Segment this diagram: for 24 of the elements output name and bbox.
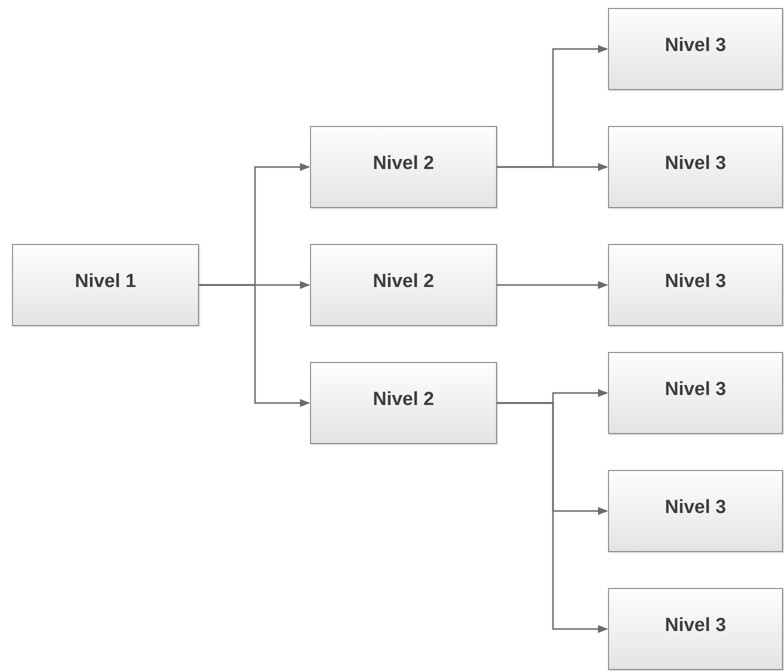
box-label: Nivel 3 [664, 35, 726, 57]
box-label: Nivel 2 [372, 153, 434, 175]
box-label: Nivel 3 [664, 153, 726, 175]
process-box [608, 588, 783, 670]
box-label: Nivel 2 [372, 271, 434, 293]
process-box [310, 362, 497, 444]
box-label: Nivel 3 [664, 379, 726, 401]
process-box [608, 352, 783, 434]
process-box [608, 244, 783, 326]
box-label: Nivel 3 [664, 497, 726, 519]
box-label: Nivel 3 [664, 271, 726, 293]
box-label: Nivel 1 [74, 271, 136, 293]
process-box [608, 470, 783, 552]
process-box [310, 244, 497, 326]
process-box [310, 126, 497, 208]
arrow [497, 163, 608, 171]
arrow [199, 284, 310, 407]
arrow [497, 281, 608, 289]
box-label: Nivel 2 [372, 389, 434, 411]
process-box [12, 244, 199, 326]
arrow [497, 402, 608, 633]
process-box [608, 8, 783, 90]
process-box [608, 126, 783, 208]
box-label: Nivel 3 [664, 615, 726, 637]
